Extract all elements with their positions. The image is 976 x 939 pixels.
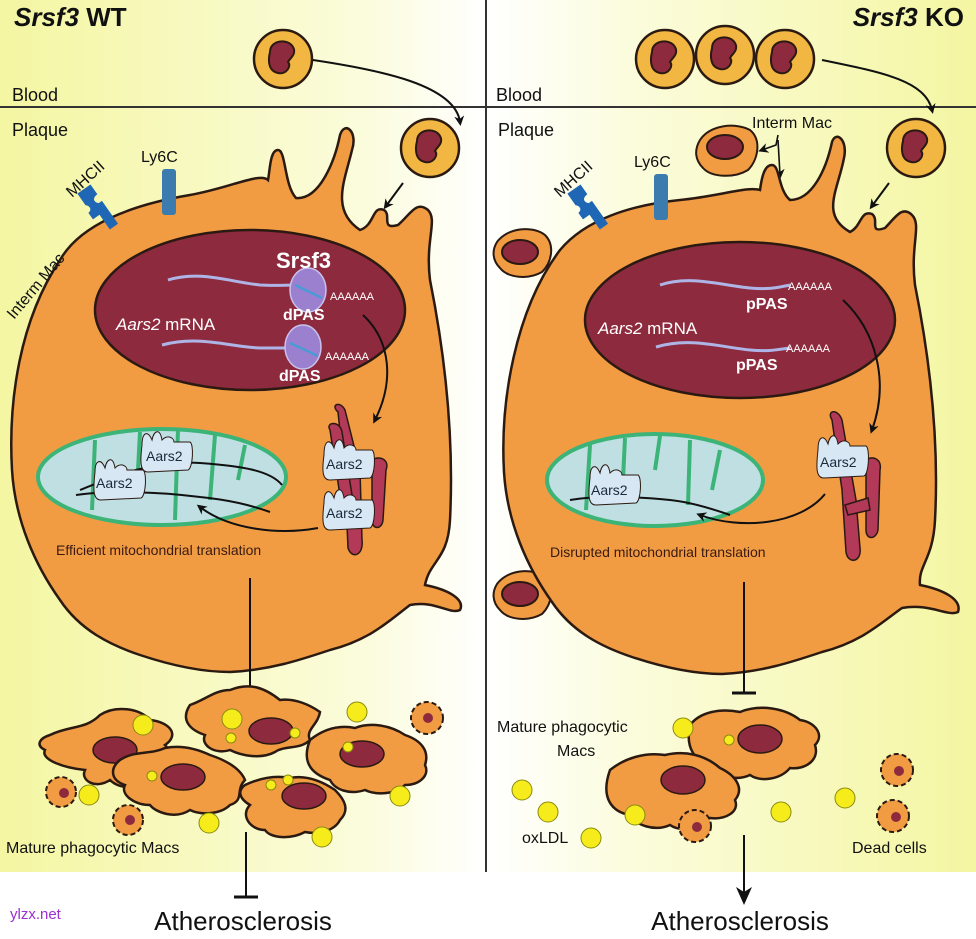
wt-plaque-monocyte xyxy=(399,117,461,179)
ko-oxldl-label: oxLDL xyxy=(522,830,568,847)
ko-interm-mac-pointer xyxy=(758,134,779,153)
wt-aars2-protein-mito-2: Aars2 xyxy=(93,459,146,501)
wt-extravasation-arrow xyxy=(312,59,465,126)
ko-mature-macrophages-cluster xyxy=(605,706,821,831)
wt-ly6c-label: Ly6C xyxy=(141,149,178,166)
ko-mhcii-receptor-icon xyxy=(567,184,609,230)
ko-pas-label-1: pPAS xyxy=(746,296,788,313)
ko-title: Srsf3 KO xyxy=(853,2,964,32)
ko-import-arrow xyxy=(696,493,826,525)
ko-interm-mac-pointer-2 xyxy=(774,139,785,179)
wt-blood-monocyte xyxy=(252,28,314,90)
ko-polya-2: AAAAAA xyxy=(786,343,831,355)
ko-export-arrow xyxy=(842,299,881,434)
ko-dead-cells xyxy=(678,753,914,843)
wt-mature-macs-label: Mature phagocytic Macs xyxy=(6,840,179,857)
wt-aars2-protein-er-2: Aars2 xyxy=(322,489,375,531)
ko-panel: Srsf3 KO Blood Plaque I xyxy=(492,2,964,936)
wt-nucleus xyxy=(93,228,407,392)
ko-ly6c-label: Ly6C xyxy=(634,154,671,171)
wt-plaque-label: Plaque xyxy=(12,120,68,140)
ko-translation-label: Disrupted mitochondrial translation xyxy=(550,544,766,560)
wt-binding-site-1 xyxy=(294,283,323,300)
watermark: ylzx.net xyxy=(10,906,61,923)
ko-dead-cells-label: Dead cells xyxy=(852,840,927,857)
wt-import-arrow xyxy=(196,504,319,532)
wt-aars2-label-2: Aars2 xyxy=(96,475,133,491)
ko-mrna-label: Aars2 mRNA xyxy=(597,319,698,338)
ko-aars2-protein-er: Aars2 xyxy=(816,435,869,479)
ko-plaque-monocyte xyxy=(885,117,947,179)
ko-aars2-protein-mito: Aars2 xyxy=(588,464,641,506)
ko-aars2-label-1: Aars2 xyxy=(591,482,628,498)
wt-srsf3-label: Srsf3 xyxy=(276,248,331,273)
wt-polya-2: AAAAAA xyxy=(325,351,370,363)
ko-aars2-label-2: Aars2 xyxy=(820,454,857,470)
wt-mitochondrion-icon xyxy=(36,427,288,527)
wt-pas-label-1: dPAS xyxy=(283,307,325,324)
ko-plaque-label: Plaque xyxy=(498,120,554,140)
ko-small-interm-mac xyxy=(492,570,553,620)
wt-oxldl-particles xyxy=(78,701,411,848)
wt-aars2-label-4: Aars2 xyxy=(326,505,363,521)
ko-extravasation-arrow xyxy=(821,59,936,114)
ko-oxldl-particles xyxy=(511,717,856,849)
wt-export-arrow xyxy=(362,314,389,424)
ko-mature-macs-label-line1: Mature phagocytic xyxy=(497,719,628,736)
wt-polya-1: AAAAAA xyxy=(330,291,375,303)
wt-aars2-protein-er-1: Aars2 xyxy=(322,439,375,481)
wt-entry-arrow xyxy=(383,182,404,210)
ko-ly6c-receptor-icon xyxy=(654,174,668,220)
ko-small-interm-mac xyxy=(695,124,759,177)
ko-mature-macs-label-line2: Macs xyxy=(557,743,595,760)
wt-mrna-1 xyxy=(167,274,301,287)
wt-aars2-label-3: Aars2 xyxy=(326,456,363,472)
wt-binding-site-2 xyxy=(289,341,319,358)
wt-dead-cells xyxy=(45,701,444,836)
ko-polya-1: AAAAAA xyxy=(788,281,833,293)
wt-title: Srsf3 WT xyxy=(14,2,127,32)
wt-panel: Srsf3 WT Blood Plaque MHCII Ly6C Interm … xyxy=(4,2,465,936)
wt-mrna-label: Aars2 mRNA xyxy=(115,315,216,334)
ko-mrna-1 xyxy=(659,279,791,291)
ko-outcome-label: Atherosclerosis xyxy=(651,906,829,934)
wt-mhcii-receptor-icon xyxy=(77,184,119,230)
ko-entry-arrow xyxy=(869,182,890,210)
wt-aars2-label-1: Aars2 xyxy=(146,448,183,464)
wt-outcome-label: Atherosclerosis xyxy=(154,906,332,934)
ko-pas-label-2: pPAS xyxy=(736,357,778,374)
ko-blood-monocytes xyxy=(634,24,816,90)
wt-pas-label-2: dPAS xyxy=(279,368,321,385)
wt-blood-label: Blood xyxy=(12,85,58,105)
wt-ly6c-receptor-icon xyxy=(162,169,176,215)
ko-mitochondrion-icon xyxy=(545,432,765,528)
ko-mrna-2 xyxy=(655,341,791,353)
ko-nucleus xyxy=(583,240,897,400)
ko-small-interm-mac xyxy=(492,228,553,278)
wt-translation-label: Efficient mitochondrial translation xyxy=(56,542,261,558)
wt-srsf3-protein-2-icon xyxy=(284,324,322,370)
ko-interm-mac-label: Interm Mac xyxy=(752,115,832,132)
ko-blood-label: Blood xyxy=(496,85,542,105)
wt-aars2-protein-mito-1: Aars2 xyxy=(140,431,193,473)
